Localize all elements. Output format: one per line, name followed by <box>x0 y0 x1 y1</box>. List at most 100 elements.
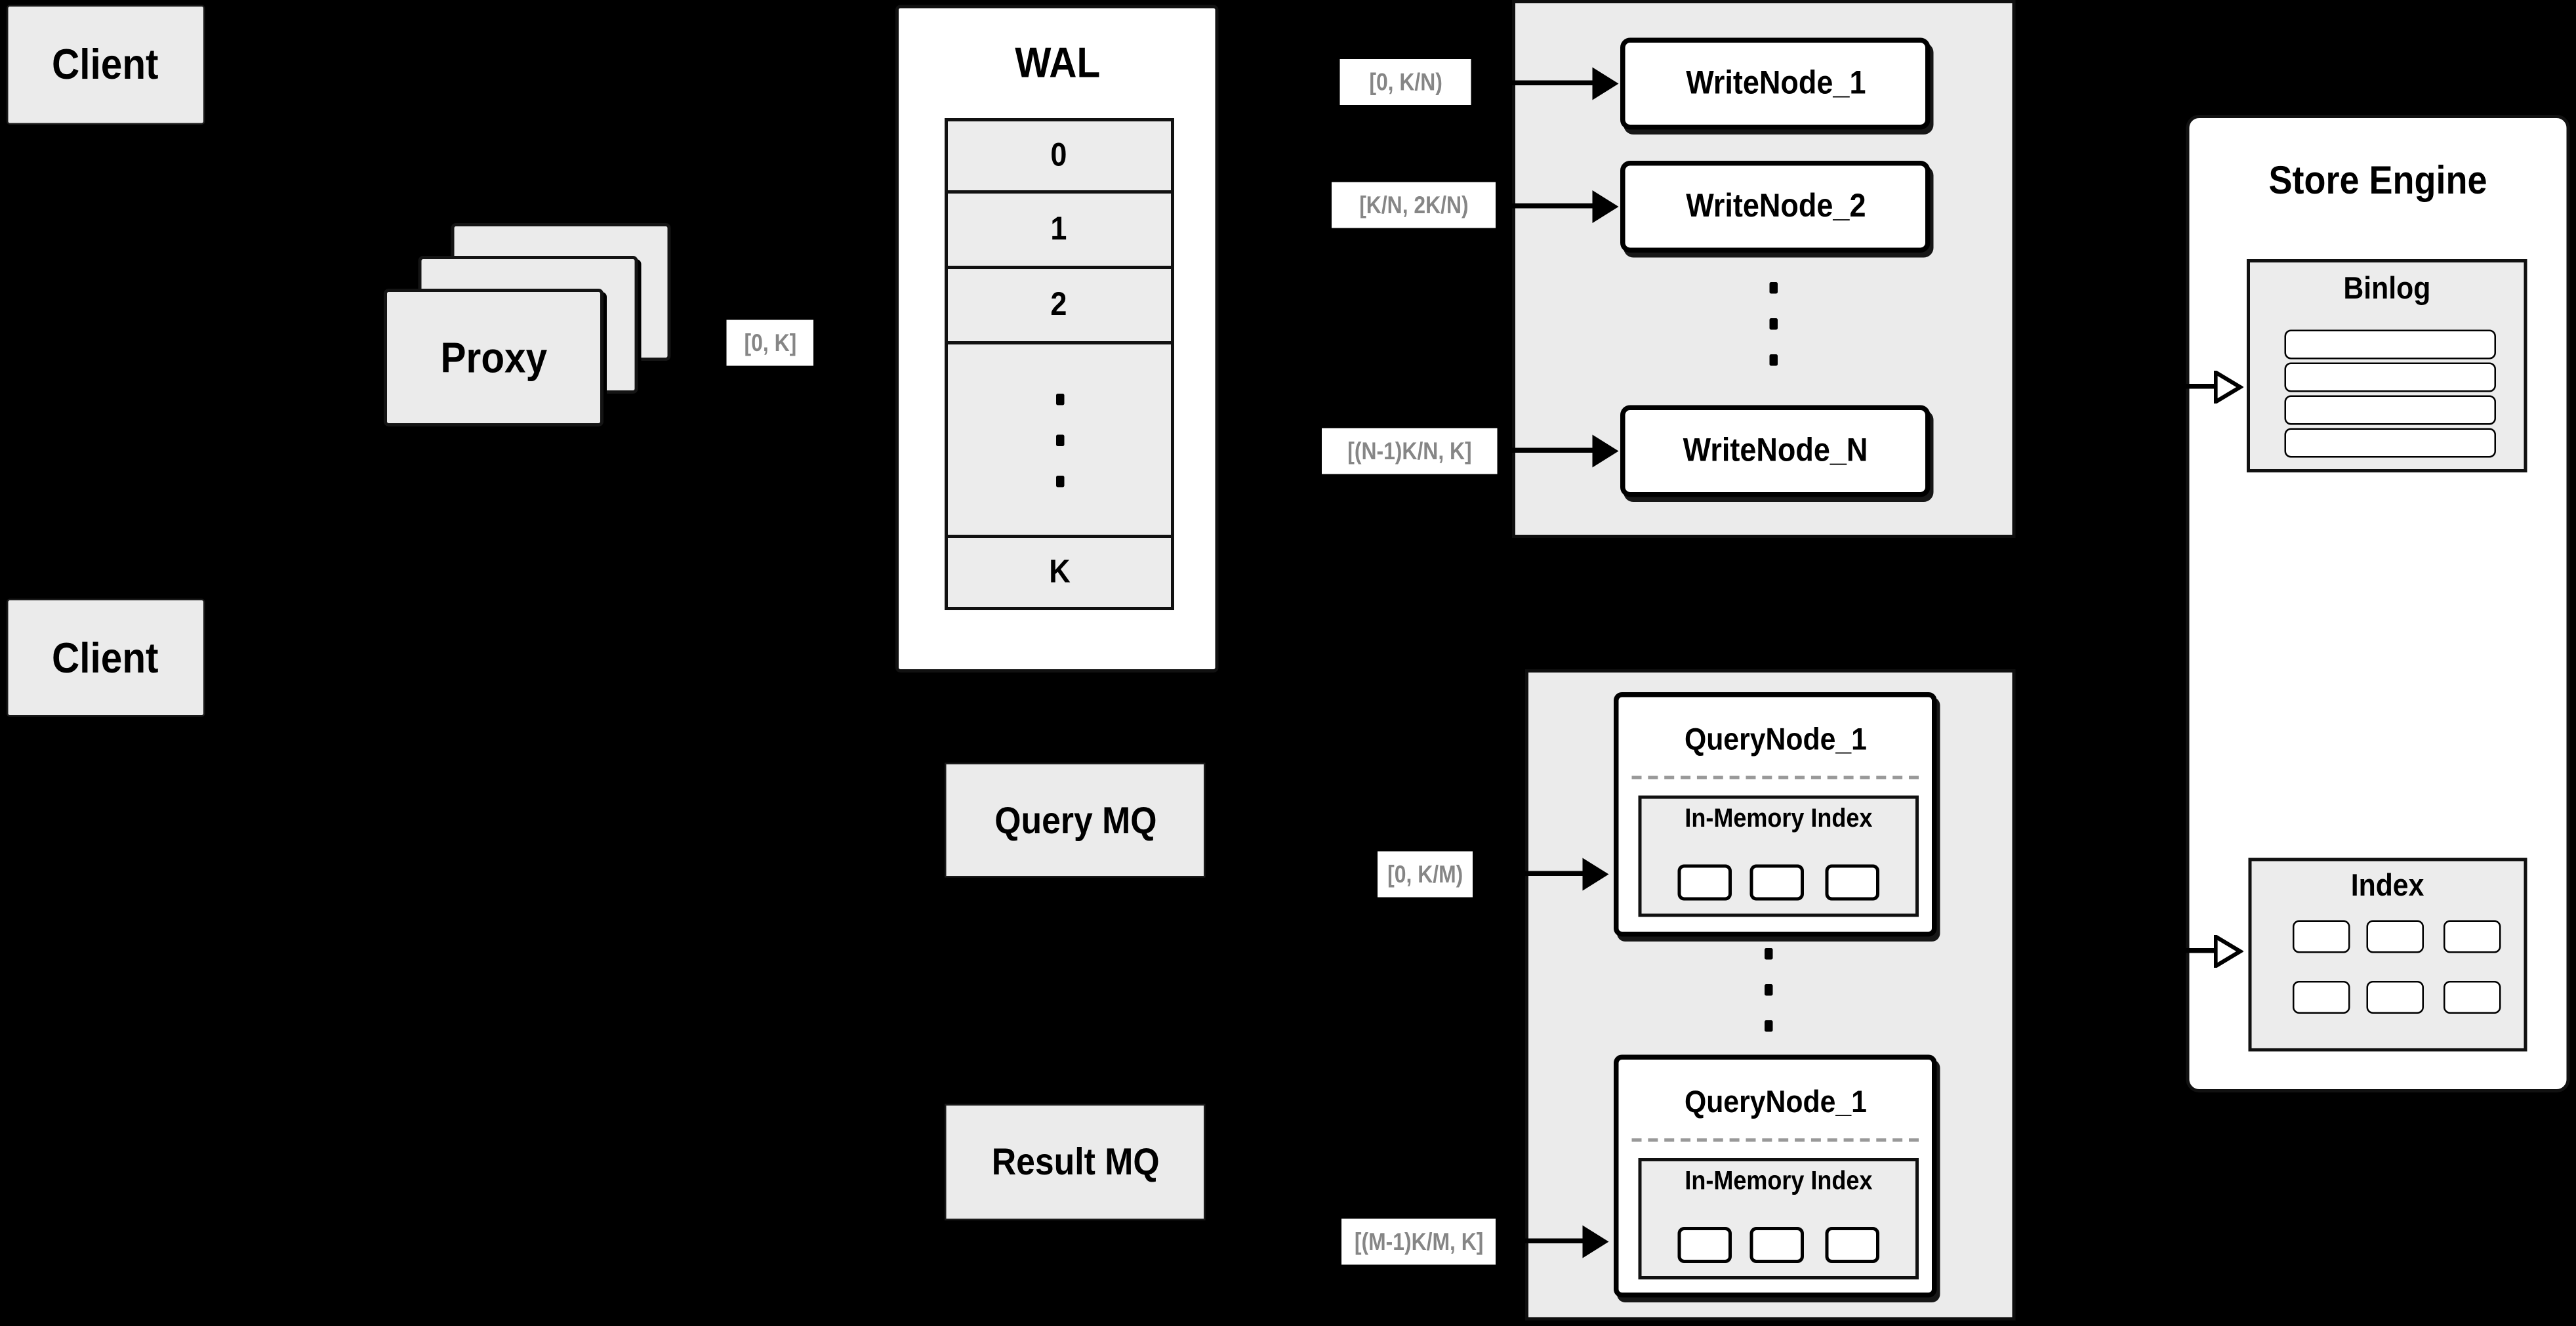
query-mq-box: Query MQ <box>945 762 1206 878</box>
client-top-label: Client <box>52 39 159 89</box>
store-engine-title: Store Engine <box>2268 159 2487 204</box>
write-node-1: WriteNode_1 <box>1620 37 1931 130</box>
binlog-box: Binlog <box>2247 259 2527 472</box>
wal-title: WAL <box>1014 37 1100 87</box>
arrow-index-head <box>2214 935 2243 968</box>
index-cell <box>2443 920 2501 953</box>
ellipsis-dot <box>1055 434 1064 445</box>
binlog-title-wrap: Binlog <box>2250 262 2524 318</box>
range-chip-write-1: [0, K/N) <box>1339 59 1471 105</box>
index-segment <box>1825 1227 1879 1263</box>
wal-slot-0-label: 0 <box>1051 136 1068 173</box>
index-title: Index <box>2351 869 2424 904</box>
query-node-bottom-title-wrap: QueryNode_1 <box>1619 1079 1932 1129</box>
result-mq-label: Result MQ <box>991 1140 1159 1183</box>
query-node-top: QueryNode_1 In-Memory Index <box>1614 692 1937 937</box>
proxy-card-front: Proxy <box>384 289 603 426</box>
binlog-row <box>2284 428 2496 458</box>
wal-table: 0 1 2 K <box>945 118 1174 610</box>
query-nodes-ellipsis-dot <box>1765 1020 1773 1032</box>
write-nodes-ellipsis-dot <box>1769 282 1778 294</box>
proxy-label: Proxy <box>440 332 547 382</box>
arrow-index-line <box>2186 948 2217 953</box>
in-memory-index-box-top: In-Memory Index <box>1638 795 1919 917</box>
wal-slot-ellipsis <box>948 344 1171 538</box>
range-chip-write-2: [K/N, 2K/N) <box>1332 182 1496 228</box>
write-nodes-ellipsis-dot <box>1769 354 1778 366</box>
write-node-n-label: WriteNode_N <box>1683 432 1868 468</box>
index-cell <box>2443 981 2501 1014</box>
in-memory-index-top-title-wrap: In-Memory Index <box>1642 799 1916 842</box>
query-nodes-ellipsis-dot <box>1765 984 1773 996</box>
wal-slot-1-label: 1 <box>1051 211 1068 247</box>
write-nodes-ellipsis-dot <box>1769 318 1778 330</box>
arrow-write-2-line <box>1499 203 1596 209</box>
range-chip-query-1: [0, K/M) <box>1378 851 1473 898</box>
arrow-binlog-head <box>2214 371 2243 404</box>
wal-slot-2-label: 2 <box>1051 286 1068 323</box>
index-segment <box>1749 864 1804 901</box>
range-chip-query-1-label: [0, K/M) <box>1387 860 1463 888</box>
range-chip-query-m: [(M-1)K/M, K] <box>1341 1218 1496 1265</box>
index-segment <box>1677 864 1732 901</box>
ellipsis-dot <box>1055 392 1064 405</box>
wal-slot-2: 2 <box>948 269 1171 344</box>
arrow-query-1-line <box>1476 871 1586 876</box>
arrow-query-m-head <box>1582 1225 1609 1258</box>
wal-slot-1: 1 <box>948 194 1171 269</box>
arrow-query-m-line <box>1499 1238 1586 1243</box>
index-cell <box>2366 920 2424 953</box>
range-chip-proxy: [0, K] <box>726 320 813 366</box>
index-title-wrap: Index <box>2252 861 2524 914</box>
binlog-title: Binlog <box>2343 272 2431 307</box>
range-chip-query-m-label: [(M-1)K/M, K] <box>1354 1228 1483 1256</box>
query-node-bottom: QueryNode_1 In-Memory Index <box>1614 1054 1937 1298</box>
store-engine-title-wrap: Store Engine <box>2186 156 2570 209</box>
query-mq-label: Query MQ <box>994 798 1156 841</box>
query-node-top-divider <box>1631 776 1919 779</box>
write-node-n: WriteNode_N <box>1620 405 1931 497</box>
index-segment <box>1749 1227 1804 1263</box>
ellipsis-dot <box>1055 474 1064 487</box>
wal-slot-0: 0 <box>948 121 1171 194</box>
query-node-top-title: QueryNode_1 <box>1684 723 1867 758</box>
range-chip-proxy-label: [0, K] <box>743 329 796 357</box>
in-memory-index-bottom-title: In-Memory Index <box>1685 1168 1873 1196</box>
range-chip-write-2-label: [K/N, 2K/N) <box>1359 191 1469 219</box>
arrow-write-n-line <box>1500 447 1596 453</box>
binlog-row <box>2284 362 2496 392</box>
binlog-row <box>2284 395 2496 425</box>
arrow-write-n-head <box>1592 434 1619 468</box>
write-node-1-label: WriteNode_1 <box>1685 64 1866 101</box>
wal-slot-k: K <box>948 538 1171 607</box>
client-box-bottom: Client <box>7 598 205 717</box>
range-chip-write-n-label: [(N-1)K/N, K] <box>1347 437 1472 465</box>
arrow-write-1-line <box>1474 80 1596 85</box>
query-node-top-title-wrap: QueryNode_1 <box>1619 717 1932 766</box>
wal-title-wrap: WAL <box>895 33 1219 92</box>
arrow-write-1-head <box>1592 67 1619 100</box>
in-memory-index-box-bottom: In-Memory Index <box>1638 1158 1919 1279</box>
index-cell <box>2293 920 2350 953</box>
binlog-row <box>2284 329 2496 360</box>
index-box: Index <box>2248 858 2527 1052</box>
client-box-top: Client <box>7 5 205 125</box>
index-segment <box>1677 1227 1732 1263</box>
index-segment <box>1825 864 1879 901</box>
in-memory-index-bottom-title-wrap: In-Memory Index <box>1642 1161 1916 1204</box>
wal-slot-k-label: K <box>1048 553 1071 590</box>
arrow-write-2-head <box>1592 190 1619 223</box>
write-node-2: WriteNode_2 <box>1620 161 1931 253</box>
result-mq-box: Result MQ <box>945 1104 1206 1220</box>
query-nodes-ellipsis-dot <box>1765 948 1773 960</box>
arrow-binlog-line <box>2186 384 2217 388</box>
range-chip-write-n: [(N-1)K/N, K] <box>1322 428 1498 474</box>
index-cell <box>2366 981 2424 1014</box>
query-node-bottom-title: QueryNode_1 <box>1684 1086 1867 1121</box>
write-node-2-label: WriteNode_2 <box>1685 188 1866 224</box>
in-memory-index-top-title: In-Memory Index <box>1685 805 1873 834</box>
range-chip-write-1-label: [0, K/N) <box>1368 68 1442 96</box>
client-bottom-label: Client <box>52 632 159 682</box>
query-node-bottom-divider <box>1631 1138 1919 1142</box>
